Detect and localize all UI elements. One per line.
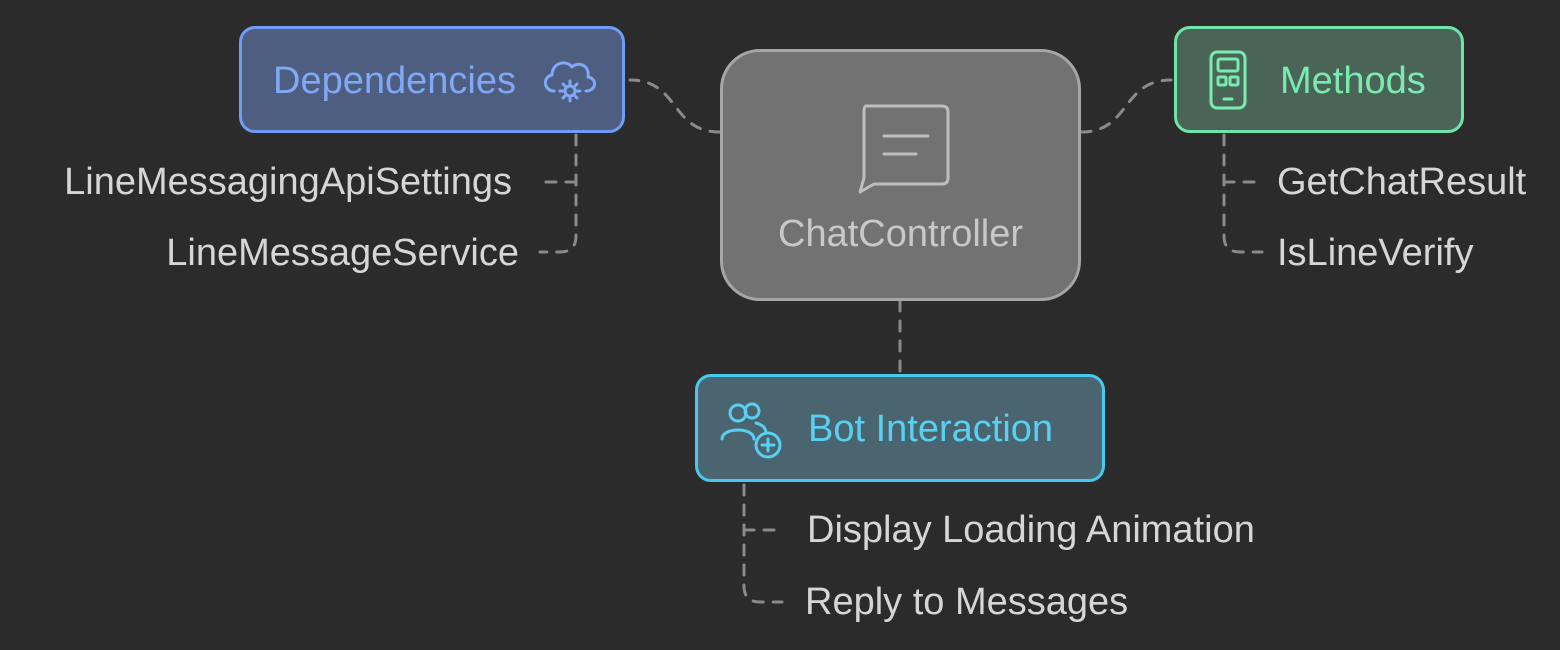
users-add-icon: [720, 402, 782, 459]
bot-interaction-label: Bot Interaction: [808, 408, 1054, 450]
connector-central-methods: [1079, 78, 1173, 134]
dependency-item-line-message-service: LineMessageService: [166, 232, 519, 274]
bot-interaction-node[interactable]: Bot Interaction: [695, 374, 1105, 482]
cloud-gear-icon: [544, 61, 596, 103]
chat-bubble-icon: [858, 104, 950, 194]
method-item-is-line-verify: IsLineVerify: [1277, 232, 1474, 274]
dependencies-label: Dependencies: [273, 60, 516, 102]
method-item-get-chat-result: GetChatResult: [1277, 161, 1527, 203]
mobile-app-icon: [1209, 50, 1247, 110]
bot-item-reply-to-messages: Reply to Messages: [805, 581, 1129, 623]
connector-central-dependencies: [628, 78, 722, 134]
connector-methods-items: [1222, 133, 1264, 254]
methods-node[interactable]: Methods: [1174, 26, 1464, 133]
connector-bot-items: [742, 483, 784, 604]
dependency-item-line-messaging-api-settings: LineMessagingApiSettings: [64, 161, 512, 203]
methods-label: Methods: [1280, 60, 1426, 102]
dependencies-node[interactable]: Dependencies: [239, 26, 625, 133]
connector-dependencies-items: [538, 133, 578, 254]
bot-item-display-loading-animation: Display Loading Animation: [807, 509, 1255, 551]
chatcontroller-node[interactable]: ChatController: [720, 49, 1081, 301]
chatcontroller-label: ChatController: [778, 213, 1023, 255]
